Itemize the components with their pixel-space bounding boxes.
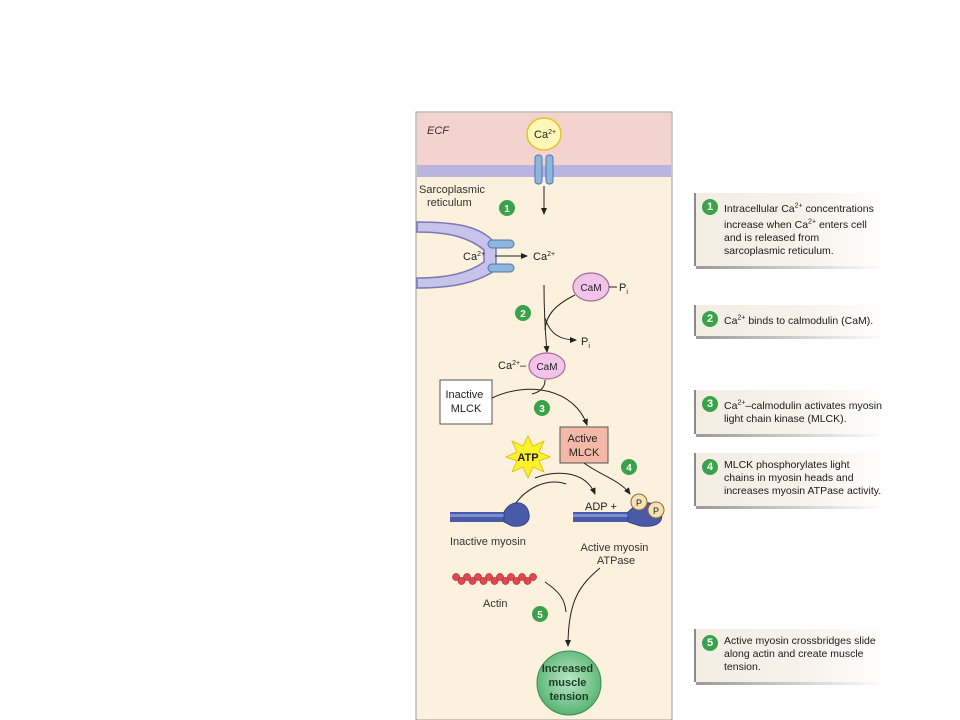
step-4-number: 4 (626, 463, 632, 474)
atp-label: ATP (517, 452, 538, 464)
inactive-mlck-box (439, 379, 493, 425)
actin-bead (463, 573, 471, 581)
actin-bead (529, 573, 537, 581)
membrane-calcium-channel-left (534, 154, 543, 185)
callout-step-5: 5 Active myosin crossbridges slide along… (694, 629, 886, 685)
membrane-calcium-channel-right (545, 154, 554, 185)
inactive-myosin-label: Inactive myosin (450, 536, 526, 548)
calcium-calmodulin-complex (528, 352, 566, 380)
mlck-to-myosin-arrow (583, 462, 631, 495)
atp-to-myosin-arrow (534, 472, 596, 495)
actin-bead (457, 577, 466, 585)
calmodulin-curve-arrow (544, 294, 576, 331)
actin-bead (496, 573, 504, 581)
step-3-badge (534, 400, 550, 416)
callout-4-badge: 4 (702, 459, 718, 475)
actin-bead (507, 573, 515, 581)
calmodulin-binding-arrow (531, 379, 546, 395)
actin-bead (452, 573, 460, 581)
released-phosphate-label: Pi (581, 336, 590, 350)
callout-1-badge: 1 (702, 199, 718, 215)
callout-2-text: Ca2+ binds to calmodulin (CaM). (724, 314, 874, 327)
actin-myosin-convergence-arrow (544, 581, 567, 613)
actin-bead (523, 577, 532, 585)
outcome-label: Increased muscle tension (542, 663, 596, 703)
step-5-number: 5 (537, 610, 543, 621)
callout-2-badge: 2 (702, 311, 718, 327)
active-mlck-box (559, 426, 609, 464)
sr-label: Sarcoplasmic reticulum (419, 184, 488, 209)
step-1-number: 1 (504, 204, 510, 215)
callout-step-2: 2 Ca2+ binds to calmodulin (CaM). (694, 305, 886, 338)
step-5-badge (532, 606, 548, 622)
actin-bead (468, 577, 477, 585)
phosphate-release-arrow (544, 317, 577, 343)
step-4-badge (621, 459, 637, 475)
step-3-number: 3 (539, 404, 545, 415)
sr-calcium-label: Ca2+ (463, 251, 485, 263)
callout-1-text: Intracellular Ca2+ concentrations increa… (724, 202, 874, 257)
calcium-ion-extracellular (526, 117, 562, 151)
callout-4-text: MLCK phosphorylates light chains in myos… (724, 459, 882, 497)
inactive-myosin (450, 502, 530, 527)
sr-channel-top (487, 239, 515, 249)
sr-channel-bottom (487, 263, 515, 273)
phosphate-group-1-label: P (636, 498, 642, 508)
atp-burst (504, 435, 552, 479)
callout-5-text: Active myosin crossbridges slide along a… (724, 635, 876, 673)
actin-filament (452, 573, 537, 585)
actin-bead (479, 577, 488, 585)
phosphate-group-2 (647, 501, 665, 519)
step-2-number: 2 (520, 309, 526, 320)
callout-step-4: 4 MLCK phosphorylates light chains in my… (694, 453, 886, 509)
cytosolic-calcium-label: Ca2+ (533, 251, 555, 263)
actin-bead (501, 577, 510, 585)
sarcoplasmic-reticulum (416, 221, 497, 289)
calmodulin-label-2: CaM (536, 362, 557, 373)
step-2-badge (515, 305, 531, 321)
active-myosin-to-tension-arrow (565, 567, 601, 647)
actin-label: Actin (483, 598, 507, 610)
phosphate-group-1 (630, 493, 648, 511)
actin-bead (490, 577, 499, 585)
calcium-ion-label: Ca2+ (534, 129, 556, 141)
actin-bead (518, 573, 526, 581)
calmodulin-label-1: CaM (580, 283, 601, 294)
cell-membrane (417, 165, 671, 177)
actin-bead (485, 573, 493, 581)
step-1-badge (499, 200, 515, 216)
callout-3-text: Ca2+–calmodulin activates myosin light c… (724, 399, 882, 425)
phosphate-group-2-label: P (653, 506, 659, 516)
increased-tension-outcome (536, 650, 602, 716)
callout-step-1: 1 Intracellular Ca2+ concentrations incr… (694, 193, 886, 269)
callout-5-badge: 5 (702, 635, 718, 651)
adp-label: ADP + (585, 501, 617, 513)
calcium-calmodulin-prefix: Ca2+– (498, 360, 527, 372)
actin-bead (474, 573, 482, 581)
ecf-label: ECF (427, 125, 450, 137)
inactive-mlck-label: Inactive MLCK (446, 389, 487, 415)
mlck-activation-arrow (491, 388, 588, 426)
active-mlck-label: Active MLCK (567, 433, 600, 459)
bound-phosphate-label: Pi (619, 282, 628, 296)
callout-step-3: 3 Ca2+–calmodulin activates myosin light… (694, 390, 886, 436)
active-myosin-label: Active myosin ATPase (581, 542, 652, 567)
callout-3-badge: 3 (702, 396, 718, 412)
actin-bead (512, 577, 521, 585)
